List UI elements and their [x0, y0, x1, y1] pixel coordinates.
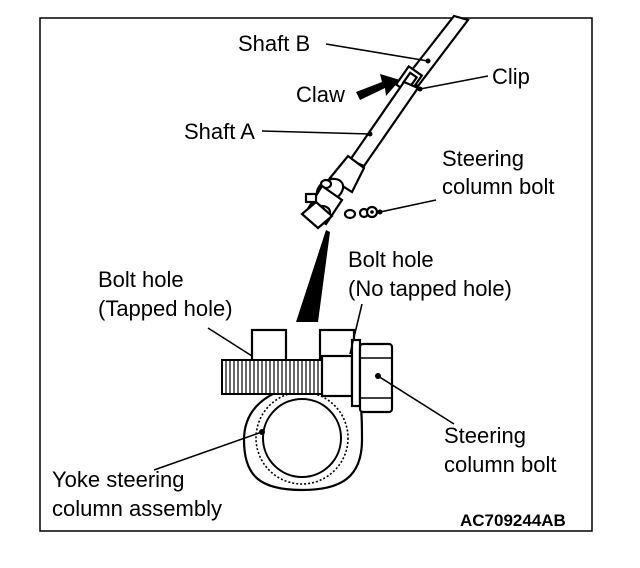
- zoom-wedge: [296, 230, 330, 322]
- steering-shaft-group: [300, 14, 470, 230]
- label-yoke-1: Yoke steering: [52, 467, 185, 492]
- leader-lines: [153, 43, 489, 471]
- label-shaft-b: Shaft B: [238, 31, 310, 56]
- bolt-washer: [350, 338, 362, 408]
- figure-code: AC709244AB: [460, 511, 566, 530]
- threaded-section: [221, 359, 323, 395]
- label-steering-bolt-top-1: Steering: [442, 146, 524, 171]
- label-clip: Clip: [492, 64, 530, 89]
- label-steering-bolt-top-2: column bolt: [442, 174, 555, 199]
- label-claw: Claw: [296, 82, 345, 107]
- yoke-ring: [242, 384, 364, 492]
- figure-frame: [39, 17, 593, 532]
- smooth-section: [320, 354, 354, 398]
- label-yoke-2: column assembly: [52, 496, 222, 521]
- label-shaft-a: Shaft A: [184, 119, 255, 144]
- label-bolt-hole-plain-2: (No tapped hole): [348, 276, 512, 301]
- universal-joint: [300, 154, 366, 230]
- label-bolt-hole-tapped-2: (Tapped hole): [98, 296, 233, 321]
- label-steering-bolt-bottom-2: column bolt: [444, 452, 557, 477]
- small-steering-column-bolt: [343, 205, 379, 220]
- label-bolt-hole-tapped-1: Bolt hole: [98, 267, 184, 292]
- label-steering-bolt-bottom-1: Steering: [444, 423, 526, 448]
- yoke-zoom-group: [221, 328, 394, 492]
- label-bolt-hole-plain-1: Bolt hole: [348, 247, 434, 272]
- claw-arrow: [356, 74, 400, 100]
